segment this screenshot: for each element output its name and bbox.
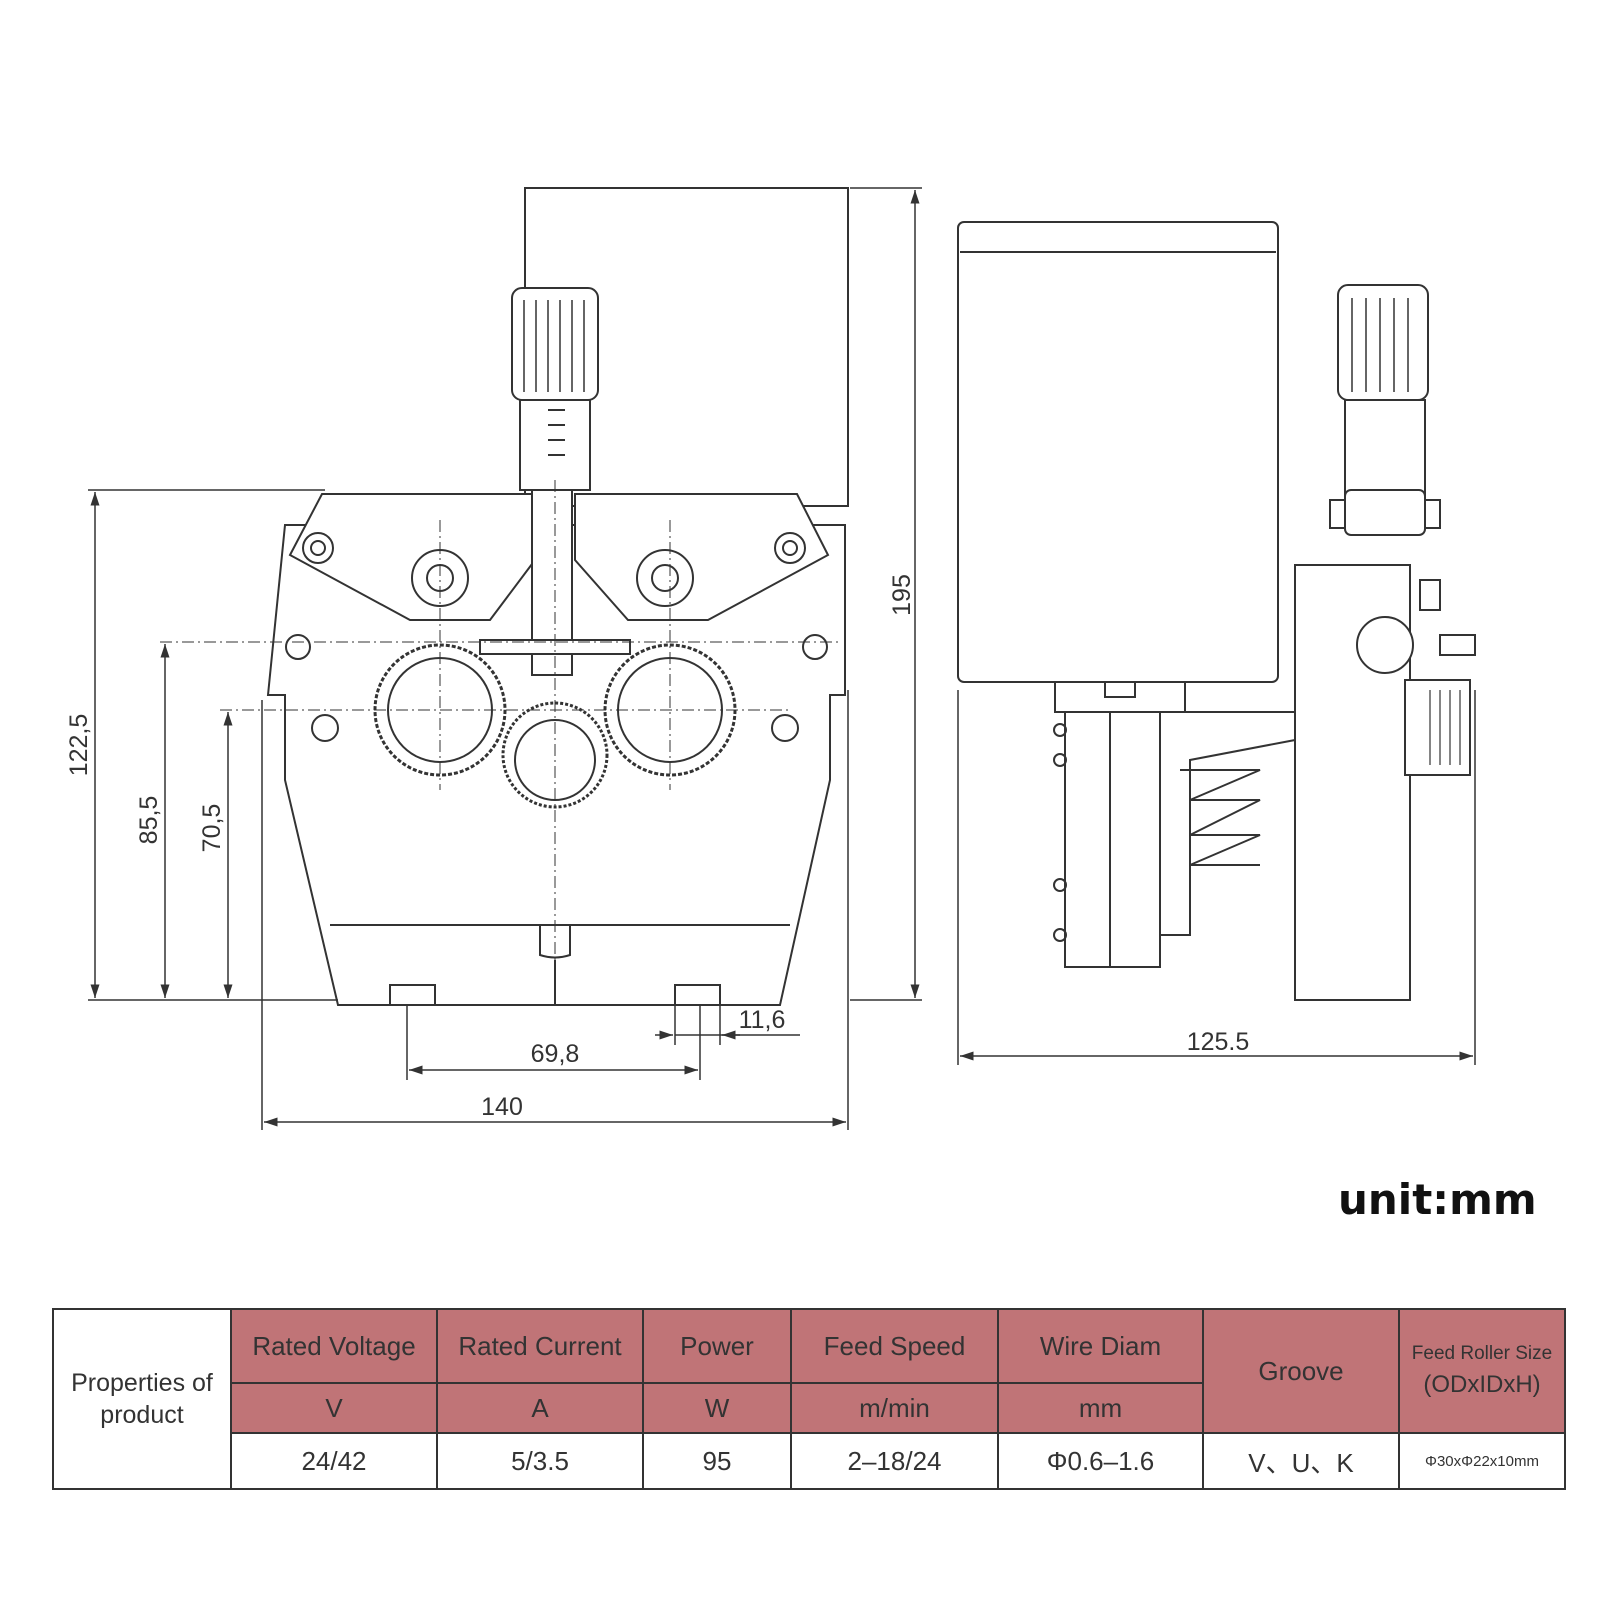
- header-wire-diam: Wire Diam: [997, 1308, 1204, 1384]
- value-power: 95: [642, 1432, 792, 1490]
- header-rated-voltage: Rated Voltage: [230, 1308, 438, 1384]
- header-groove: Groove: [1202, 1308, 1400, 1434]
- properties-table: Properties of product Rated Voltage Rate…: [52, 1308, 1566, 1490]
- unit-w: W: [642, 1382, 792, 1434]
- side-view: [957, 221, 1476, 1001]
- side-motor-housing: [957, 221, 1279, 683]
- value-feed-roller-size: Φ30xΦ22x10mm: [1398, 1432, 1566, 1490]
- unit-m-min: m/min: [790, 1382, 999, 1434]
- header-feed-speed: Feed Speed: [790, 1308, 999, 1384]
- side-dimension-lines: [957, 690, 1476, 1065]
- front-view: [160, 187, 849, 1006]
- front-dimension-lines: [88, 187, 922, 1130]
- unit-v: V: [230, 1382, 438, 1434]
- unit-a: A: [436, 1382, 644, 1434]
- row-label: Properties of product: [52, 1308, 232, 1490]
- header-power: Power: [642, 1308, 792, 1384]
- unit-label: unit:mm: [1338, 1175, 1537, 1224]
- dim-195: 195: [888, 574, 916, 616]
- knob-ridges: [523, 300, 585, 392]
- value-feed-speed: 2–18/24: [790, 1432, 999, 1490]
- dim-11-6: 11,6: [739, 1006, 786, 1034]
- dim-70-5: 70,5: [198, 804, 226, 853]
- dim-122-5: 122,5: [65, 714, 93, 777]
- dim-69-8: 69,8: [531, 1040, 580, 1068]
- header-rated-current: Rated Current: [436, 1308, 644, 1384]
- tension-knob: [511, 287, 599, 401]
- side-roller: [1404, 679, 1471, 776]
- dim-140: 140: [481, 1093, 523, 1121]
- roller-name-line2: (ODxIDxH): [1423, 1371, 1541, 1398]
- value-groove: V、U、K: [1202, 1432, 1400, 1490]
- dim-85-5: 85,5: [135, 796, 163, 845]
- unit-mm: mm: [997, 1382, 1204, 1434]
- value-rated-current: 5/3.5: [436, 1432, 644, 1490]
- value-wire-diam: Φ0.6–1.6: [997, 1432, 1204, 1490]
- knob-stem: [519, 399, 591, 491]
- technical-drawing: 195 122,5 85,5 70,5 69,8 11,6 140 125.5: [65, 187, 1476, 1130]
- header-feed-roller-size: Feed Roller Size (ODxIDxH): [1398, 1308, 1566, 1434]
- value-rated-voltage: 24/42: [230, 1432, 438, 1490]
- dim-125-5: 125.5: [1187, 1028, 1250, 1056]
- roller-name-line1: Feed Roller Size: [1411, 1343, 1553, 1364]
